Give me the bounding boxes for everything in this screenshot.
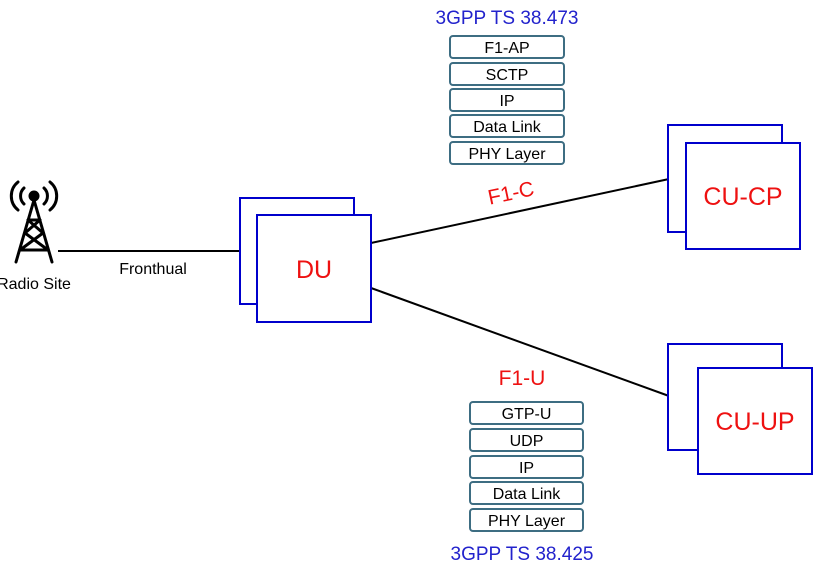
protocol-layer-box (449, 62, 565, 86)
f1-c-label: F1-C (486, 177, 536, 209)
protocol-layer-label: PHY Layer (468, 146, 546, 163)
protocol-layer-label: Data Link (473, 119, 542, 136)
protocol-layer-label: IP (499, 93, 514, 110)
radio-site-label: Radio Site (0, 276, 71, 293)
protocol-layer-label: SCTP (486, 67, 529, 84)
du-label: DU (296, 256, 332, 284)
cu-up-node: CU-UP (667, 343, 813, 475)
f1-c-spec: 3GPP TS 38.473 (436, 8, 579, 29)
protocol-layer-label: GTP-U (502, 406, 552, 423)
du-node: DU (239, 197, 372, 323)
radio-tower-icon (9, 180, 59, 264)
protocol-layer-box (449, 114, 565, 138)
f1-u-spec: 3GPP TS 38.425 (451, 544, 594, 565)
protocol-layer-label: F1-AP (484, 40, 529, 57)
protocol-layer-box (449, 35, 565, 59)
protocol-layer-box (469, 428, 584, 452)
protocol-layer-box (469, 455, 584, 479)
fronthaul-label: Fronthual (119, 261, 187, 278)
f1-c-link (370, 178, 670, 244)
protocol-layer-label: PHY Layer (488, 513, 566, 530)
protocol-layer-box (469, 481, 584, 505)
cu-up-label: CU-UP (715, 408, 794, 436)
protocol-layer-box (469, 508, 584, 532)
cu-cp-label: CU-CP (703, 183, 782, 211)
protocol-layer-label: IP (519, 460, 534, 477)
protocol-layer-label: UDP (510, 433, 544, 450)
protocol-layer-box (469, 401, 584, 425)
f1-u-label: F1-U (499, 367, 546, 390)
protocol-layer-box (449, 141, 565, 165)
protocol-layer-box (449, 88, 565, 112)
protocol-layer-label: Data Link (493, 486, 562, 503)
cu-cp-node: CU-CP (667, 124, 801, 250)
f1-u-link (370, 287, 670, 397)
